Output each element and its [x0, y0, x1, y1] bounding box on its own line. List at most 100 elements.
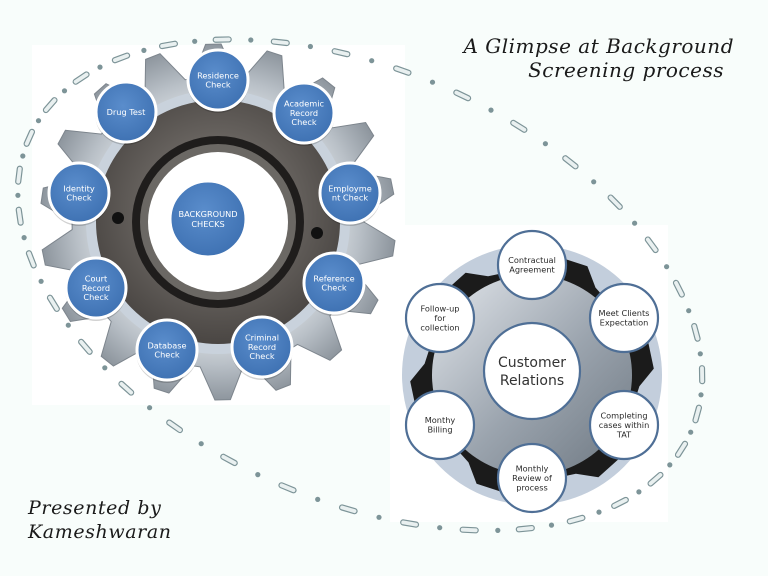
- loop-dash: [220, 453, 238, 467]
- loop-dot: [664, 264, 670, 270]
- center-label-line: CHECKS: [191, 219, 224, 229]
- cr-node-label-completing-line: Completing: [600, 411, 647, 421]
- loop-dot: [488, 107, 494, 113]
- loop-dash: [166, 419, 184, 434]
- title-line-2: Screening process: [528, 58, 724, 82]
- loop-dash: [674, 440, 689, 458]
- node-label-drug-line: Drug Test: [107, 107, 147, 117]
- node-label-drug: Drug Test: [107, 107, 147, 117]
- loop-dot: [21, 235, 27, 241]
- loop-dot: [686, 308, 692, 314]
- loop-dash: [691, 323, 701, 342]
- node-label-database-line: Database: [147, 340, 186, 350]
- loop-dash: [278, 482, 297, 494]
- slide-title: A Glimpse at Background Screening proces…: [463, 34, 734, 82]
- node-circle: [230, 315, 294, 379]
- presenter-credit: Presented by Kameshwaran: [28, 496, 172, 544]
- loop-dash: [72, 71, 90, 85]
- node-circle: [186, 48, 250, 112]
- node-label-academic-line: Record: [290, 108, 318, 118]
- cr-center-label-line: Customer: [498, 355, 566, 371]
- loop-dot: [495, 527, 501, 534]
- loop-dash: [672, 279, 685, 298]
- loop-dot: [65, 322, 71, 328]
- loop-dot: [255, 472, 261, 478]
- loop-dash: [212, 36, 232, 43]
- cr-node-label-completing-line: cases within: [599, 420, 650, 430]
- dashed-loop-path: [15, 36, 706, 534]
- loop-dot: [437, 525, 443, 531]
- loop-dash: [15, 206, 24, 226]
- node-label-court-line: Check: [83, 292, 108, 302]
- node-circle: [272, 81, 336, 145]
- node-label-reference-line: Check: [321, 283, 346, 293]
- cr-node-circle: [404, 389, 476, 461]
- loop-dash: [607, 194, 623, 210]
- node-circle: [135, 318, 199, 382]
- cr-node-label-monthly-review-line: Review of: [512, 473, 553, 483]
- cr-center-circle: [482, 321, 582, 421]
- loop-dash: [118, 380, 135, 396]
- loop-dot: [20, 153, 26, 159]
- cr-node-label-follow-up-line: for: [434, 313, 446, 323]
- loop-dot: [315, 496, 321, 502]
- loop-dot: [192, 38, 198, 44]
- loop-dot: [15, 192, 21, 198]
- loop-dot: [248, 37, 254, 43]
- cr-node-label-meet-clients-line: Meet Clients: [599, 308, 650, 318]
- loop-dash: [611, 496, 629, 509]
- cr-node-label-monthly-billing-line: Monthy: [425, 415, 456, 425]
- loop-dash: [338, 504, 358, 515]
- center-circle: [168, 179, 248, 259]
- loop-dot: [376, 514, 382, 520]
- node-label-employment-line: Employme: [328, 183, 372, 193]
- node-label-database-line: Check: [154, 350, 179, 360]
- cr-node-label-contractual-line: Agreement: [509, 265, 555, 275]
- cr-node-circle: [588, 282, 660, 354]
- loop-dot: [698, 392, 704, 398]
- loop-dash: [400, 519, 420, 528]
- sprocket-bolt-hole: [112, 212, 124, 224]
- cr-center-label-line: Relations: [500, 373, 564, 389]
- loop-dash: [692, 404, 703, 424]
- loop-dot: [35, 118, 42, 124]
- loop-dash: [46, 294, 60, 312]
- node-label-employment-line: nt Check: [332, 193, 368, 203]
- node-label-academic-line: Academic: [284, 99, 324, 109]
- loop-dash: [42, 97, 58, 114]
- loop-dash: [270, 38, 290, 47]
- loop-dot: [429, 79, 436, 85]
- cr-node-label-contractual-line: Contractual: [508, 255, 556, 265]
- loop-dot: [307, 43, 313, 50]
- loop-dash: [331, 48, 351, 58]
- node-circle: [94, 80, 158, 144]
- loop-dot: [198, 441, 204, 447]
- loop-dot: [636, 489, 642, 495]
- loop-dot: [688, 429, 694, 435]
- node-label-reference-line: Reference: [313, 273, 354, 283]
- loop-dash: [78, 338, 93, 355]
- node-circle: [302, 251, 366, 315]
- cr-node-label-monthly-review-line: Monthly: [516, 464, 549, 474]
